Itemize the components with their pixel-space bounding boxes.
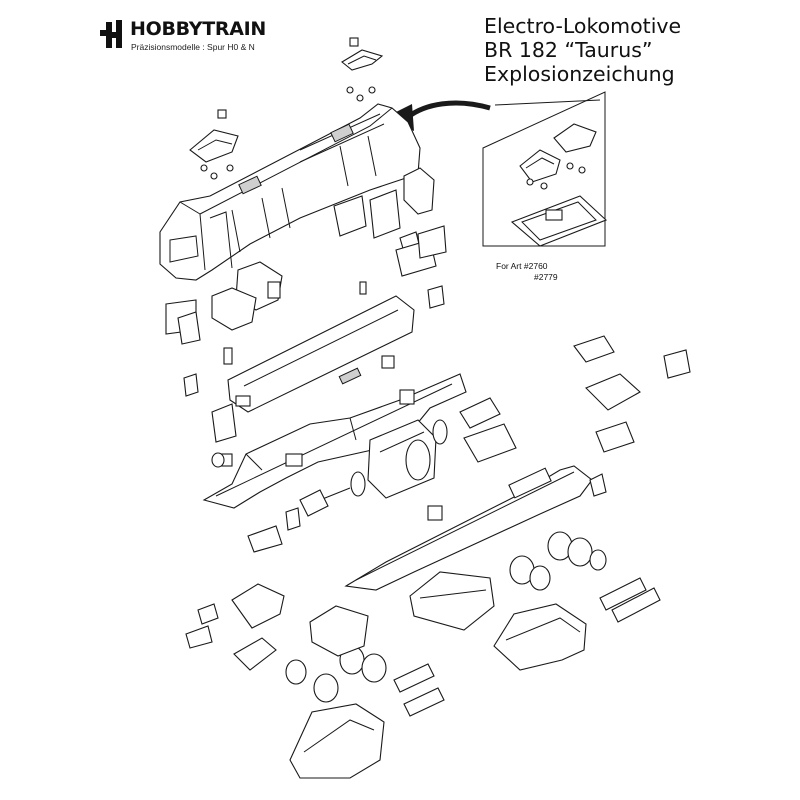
pantograph-top <box>341 37 384 102</box>
title-line-1: Electro-Lokomotive <box>484 14 682 38</box>
page-title: Electro-Lokomotive BR 182 “Taurus” Explo… <box>484 14 681 86</box>
flywheel <box>319 419 448 501</box>
title-line-3: Explosionzeichung <box>484 62 675 86</box>
bogie-lower-left <box>231 583 385 779</box>
art-number-2: #2779 <box>534 272 558 282</box>
pantograph-left <box>189 109 239 180</box>
chassis-frame <box>202 373 467 509</box>
brand-name: HOBBYTRAIN <box>130 18 267 40</box>
art-number-1: #2760 <box>523 261 548 271</box>
bogie-side-frame <box>165 261 283 345</box>
locomotive-body-shell <box>159 103 421 281</box>
circuit-board <box>223 281 445 413</box>
wheelset <box>285 531 607 703</box>
logo-mark <box>100 20 122 48</box>
hobbytrain-logo: HOBBYTRAIN Präzisionsmodelle : Spur H0 &… <box>98 18 298 58</box>
coupler <box>183 335 691 717</box>
brand-tagline: Präzisionsmodelle : Spur H0 & N <box>131 42 255 52</box>
for-art-label: For Art <box>496 261 522 271</box>
inset-label: For Art #2760 #2779 <box>496 261 558 283</box>
cab-parts <box>333 167 447 277</box>
inset-box <box>482 91 606 247</box>
title-line-2: BR 182 “Taurus” <box>484 38 653 62</box>
inset-contents <box>510 123 608 247</box>
motor <box>367 419 437 499</box>
lower-chassis-right <box>344 423 593 591</box>
bogie-lower-right <box>409 571 587 671</box>
